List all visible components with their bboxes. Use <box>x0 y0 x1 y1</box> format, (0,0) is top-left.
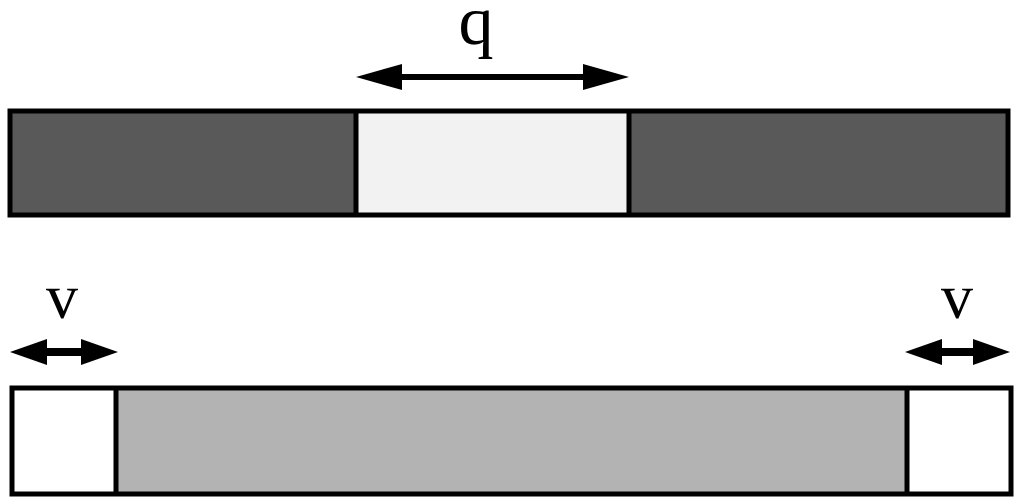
v-left-arrow-left-head <box>10 339 47 365</box>
v-left-label: v <box>46 261 78 332</box>
v-right-arrow-left-head <box>905 339 942 365</box>
v-left-arrow-right-head <box>81 339 118 365</box>
v-right-extent-arrow <box>905 339 1010 365</box>
bottom-bar-group <box>9 385 1014 497</box>
q-extent-arrow <box>356 64 629 90</box>
v-right-arrow-right-head <box>973 339 1010 365</box>
bottom-bar-gray-segment <box>113 385 910 497</box>
top-bar-light-segment <box>353 108 632 218</box>
v-right-label: v <box>941 261 973 332</box>
v-left-extent-arrow <box>10 339 118 365</box>
top-bar-group <box>7 108 1011 218</box>
q-arrow-right-head <box>583 64 629 90</box>
q-label: q <box>459 0 494 60</box>
q-arrow-left-head <box>356 64 402 90</box>
